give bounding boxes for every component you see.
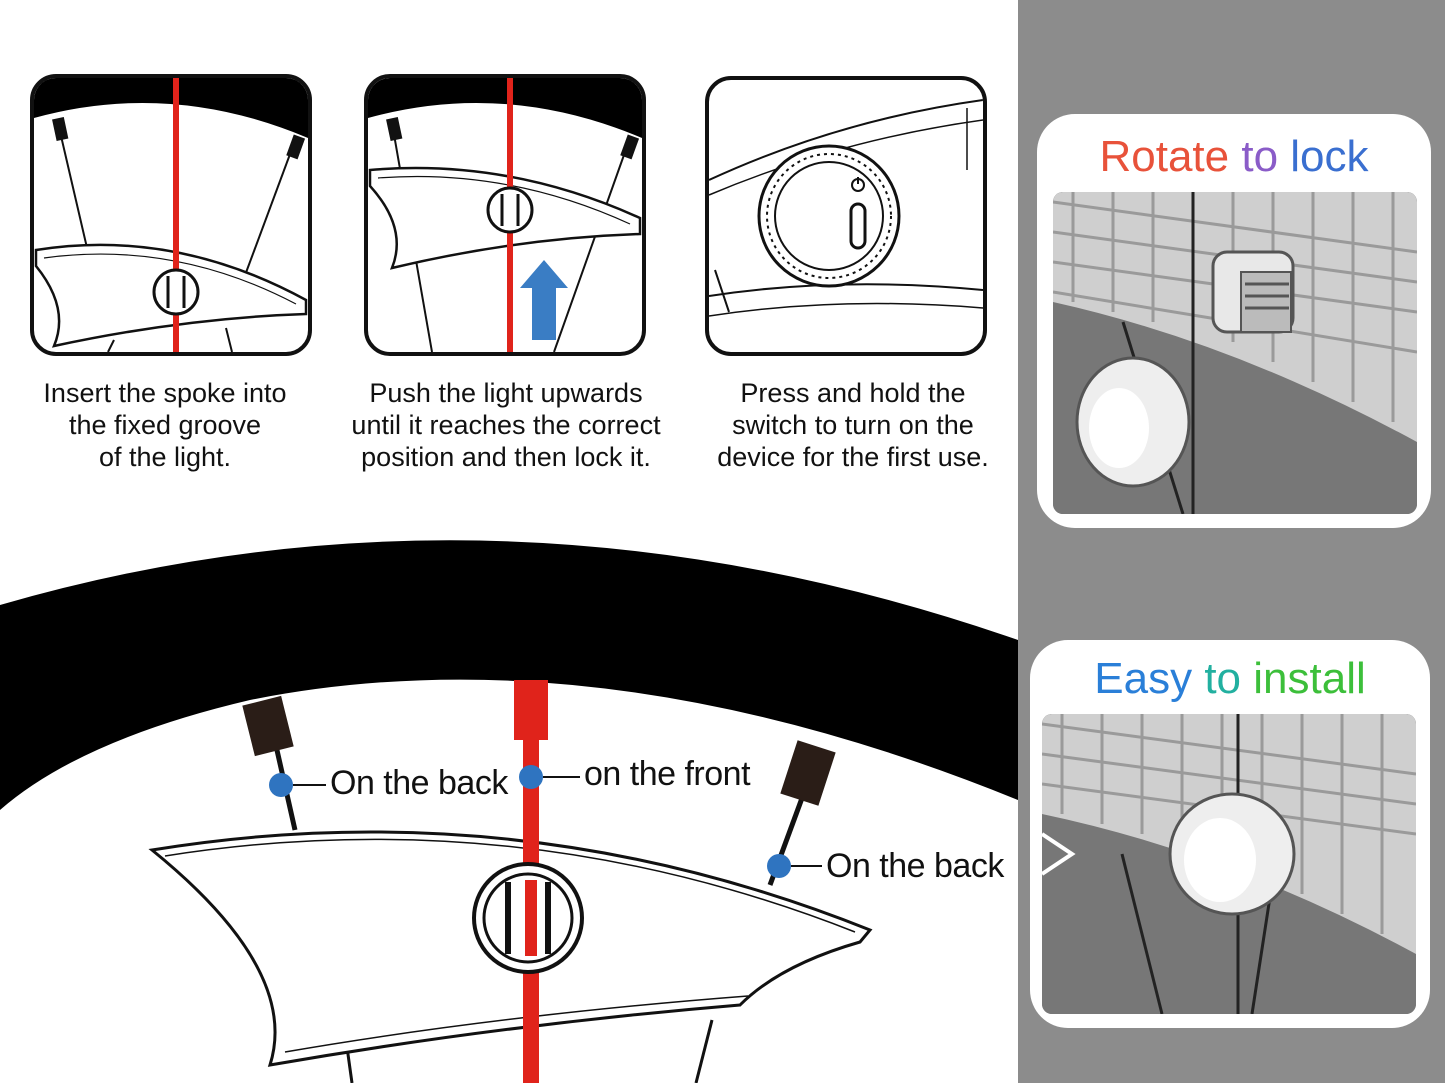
rotate-photo [1053,192,1417,514]
step2-panel [364,74,646,356]
dot-back-right [767,854,791,878]
wheel-diagram [0,540,1018,1083]
arrow-up-icon [520,260,568,340]
nipple-right [780,740,836,806]
rotate-photo-illustration [1053,192,1417,514]
step3-panel [705,76,987,356]
install-photo [1042,714,1416,1014]
step1-panel [30,74,312,356]
tire [0,540,1018,810]
step1-illustration [34,78,308,352]
dot-front [519,765,543,789]
step1-caption: Insert the spoke into the fixed groove o… [43,378,287,472]
rotate-card: Rotate to lock [1037,114,1431,528]
install-card-title: Easy to install [1094,654,1366,703]
step2-illustration [368,78,642,352]
label-on-the-back-left: On the back [330,764,508,802]
rotate-card-title: Rotate to lock [1099,132,1369,181]
step2-caption: Push the light upwards until it reaches … [351,378,661,472]
label-on-the-front: on the front [584,755,751,793]
nipple-left [242,695,294,757]
dot-back-left [269,773,293,797]
spoke-front [514,680,548,740]
step3-caption: Press and hold the switch to turn on the… [717,378,989,472]
step3-illustration [709,99,983,317]
install-photo-illustration [1042,714,1416,1014]
label-on-the-back-right: On the back [826,847,1004,885]
install-card: Easy to install [1030,640,1430,1028]
